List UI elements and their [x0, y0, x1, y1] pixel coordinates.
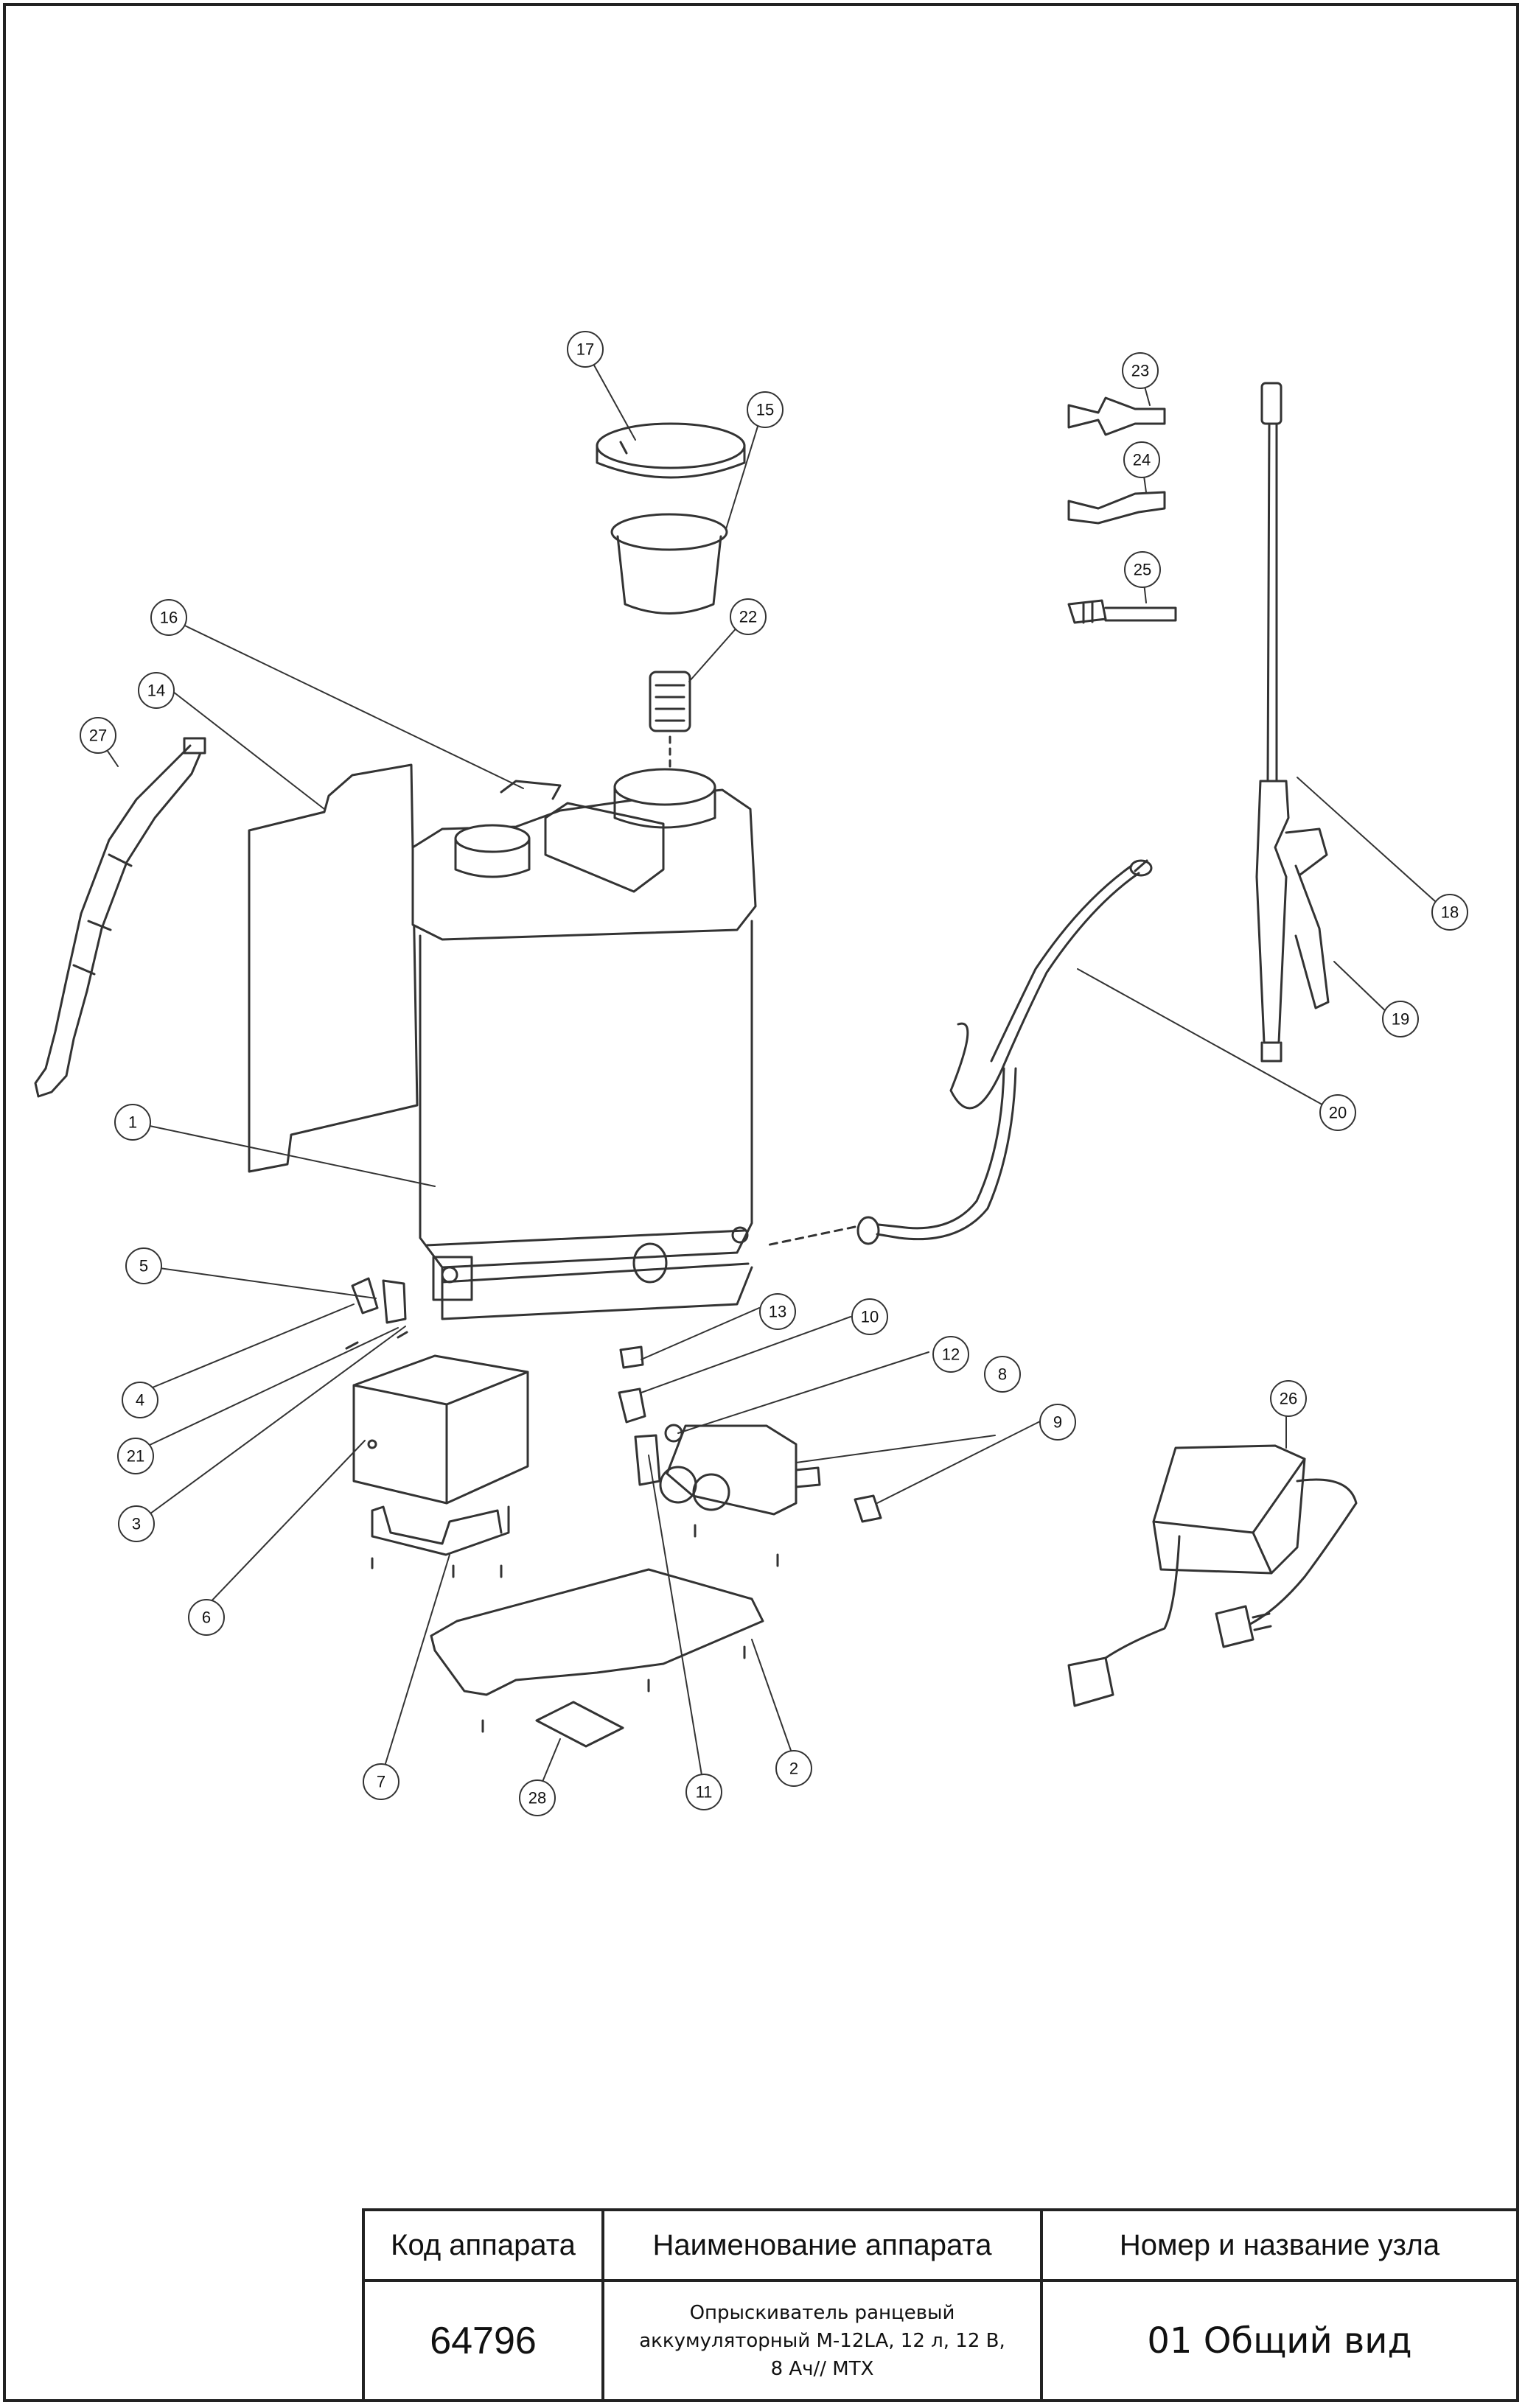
callout-label-20: 20 [1329, 1104, 1347, 1122]
callout-12 [932, 1336, 969, 1373]
switch-parts [345, 1277, 408, 1350]
callout-label-28: 28 [528, 1789, 546, 1807]
callout-25 [1124, 551, 1161, 588]
callout-label-25: 25 [1134, 561, 1151, 579]
callout-11 [685, 1774, 722, 1810]
callout-23 [1122, 352, 1159, 389]
callout-2 [775, 1750, 812, 1787]
unit-name: 01 Общий вид [1040, 2279, 1519, 2402]
callout-label-9: 9 [1053, 1413, 1062, 1432]
hose-part [765, 859, 1153, 1247]
callout-label-4: 4 [136, 1391, 144, 1410]
callout-label-14: 14 [147, 682, 165, 700]
tank-part [411, 768, 757, 1320]
pump-parts [618, 1345, 882, 1523]
callout-18 [1431, 894, 1468, 931]
callout-label-24: 24 [1133, 451, 1151, 469]
callout-3 [118, 1505, 155, 1542]
callout-label-11: 11 [696, 1783, 713, 1802]
screw-parts [371, 1524, 779, 1733]
callout-label-1: 1 [128, 1113, 137, 1132]
back-panel-part [248, 763, 419, 1173]
device-code: 64796 [362, 2279, 604, 2402]
shoulder-strap-part [34, 737, 206, 1098]
nozzle-parts [1067, 396, 1177, 624]
device-name: Опрыскиватель ранцевый аккумуляторный M-… [601, 2279, 1043, 2402]
callout-27 [80, 717, 116, 754]
callout-label-10: 10 [861, 1308, 879, 1326]
callout-label-17: 17 [576, 340, 594, 359]
device-name-line-2: аккумуляторный M-12LA, 12 л, 12 В, [639, 2329, 1005, 2352]
strainer-part [610, 513, 728, 615]
callout-13 [759, 1293, 796, 1330]
title-block: Код аппарата Наименование аппарата Номер… [362, 2208, 1519, 2402]
device-name-line-3: 8 Ач// MTX [770, 2357, 874, 2380]
sheet-frame [3, 3, 1519, 2402]
callout-20 [1319, 1094, 1356, 1131]
callout-15 [747, 391, 784, 428]
callout-label-13: 13 [769, 1303, 786, 1321]
callout-21 [117, 1438, 154, 1474]
callout-label-21: 21 [127, 1447, 144, 1466]
callout-14 [138, 672, 175, 709]
callout-label-19: 19 [1392, 1010, 1409, 1029]
callout-label-3: 3 [132, 1515, 141, 1533]
callout-label-5: 5 [139, 1257, 148, 1275]
callout-label-8: 8 [998, 1365, 1007, 1384]
callout-9 [1039, 1404, 1076, 1441]
base-plate-part [430, 1568, 764, 1696]
spray-lance-part [1255, 382, 1330, 1063]
name-header: Наименование аппарата [601, 2208, 1043, 2282]
filter-part [649, 671, 691, 768]
code-header: Код аппарата [362, 2208, 604, 2282]
callout-label-23: 23 [1131, 362, 1149, 380]
callout-circles [80, 331, 1468, 1816]
callout-4 [122, 1382, 158, 1418]
callout-10 [851, 1298, 888, 1335]
callout-label-27: 27 [89, 727, 107, 745]
battery-part [352, 1354, 529, 1505]
callout-numbers: 1 2 3 4 5 6 7 8 9 10 11 12 13 14 15 16 1… [89, 340, 1459, 1807]
callout-8 [984, 1356, 1021, 1393]
callout-16 [150, 599, 187, 636]
callout-28 [519, 1779, 556, 1816]
callout-label-2: 2 [789, 1760, 798, 1778]
unit-header: Номер и название узла [1040, 2208, 1519, 2282]
device-name-line-1: Опрыскиватель ранцевый [689, 2301, 955, 2324]
label-part [535, 1701, 624, 1748]
callout-6 [188, 1599, 225, 1636]
battery-bracket-part [371, 1505, 510, 1556]
leader-lines [97, 349, 1444, 1795]
lid-part [596, 422, 746, 479]
callout-label-12: 12 [942, 1345, 960, 1364]
callout-19 [1382, 1001, 1419, 1037]
callout-26 [1270, 1380, 1307, 1417]
callout-label-26: 26 [1280, 1390, 1297, 1408]
charger-part [1067, 1444, 1358, 1707]
callout-label-15: 15 [756, 401, 774, 419]
callout-label-7: 7 [377, 1773, 385, 1791]
callout-label-16: 16 [160, 609, 178, 627]
callout-label-22: 22 [739, 608, 757, 626]
callout-22 [730, 598, 767, 635]
callout-label-6: 6 [202, 1609, 211, 1627]
callout-24 [1123, 441, 1160, 478]
callout-1 [114, 1104, 151, 1141]
callout-5 [125, 1247, 162, 1284]
callout-17 [567, 331, 604, 368]
exploded-view-drawing: 1 2 3 4 5 6 7 8 9 10 11 12 13 14 15 16 1… [34, 331, 1468, 1816]
callout-label-18: 18 [1441, 903, 1459, 922]
callout-7 [363, 1763, 399, 1800]
